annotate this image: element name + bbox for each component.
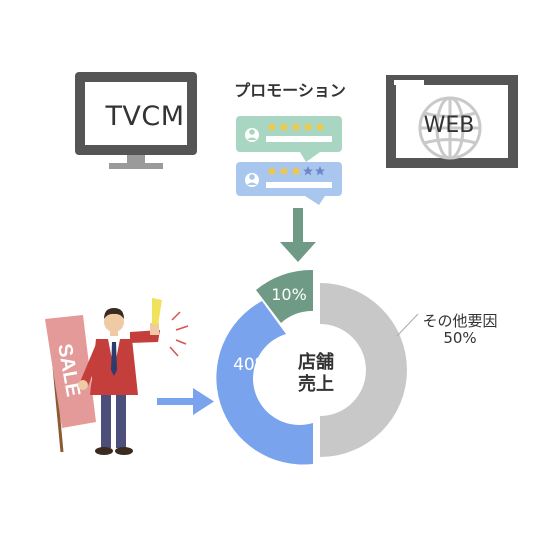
center-line-1: 店舗: [298, 352, 334, 373]
star-icon: [267, 166, 325, 176]
slice-40-label: 40%: [233, 355, 271, 375]
review-card-icon: [236, 116, 342, 162]
other-factor-label: その他要因: [422, 312, 498, 330]
promotion-title: プロモーション: [234, 81, 346, 100]
donut-center-label: 店舗 売上: [288, 352, 344, 396]
other-factor-value: 50%: [443, 329, 477, 347]
salesperson-figure: [78, 308, 160, 455]
right-arrow-icon: [157, 388, 214, 415]
leader-line: [396, 313, 419, 337]
browser-window-icon: [386, 75, 518, 168]
donut-chart: [216, 269, 407, 465]
tvcm-label: TVCM: [105, 101, 185, 132]
tv-monitor-icon: [75, 72, 197, 169]
slice-10-label: 10%: [271, 285, 307, 304]
slice-40: [216, 301, 313, 465]
sale-sign-icon: SALE: [45, 315, 96, 453]
review-card-icon: [236, 162, 342, 205]
globe-icon: [418, 96, 482, 160]
down-arrow-icon: [280, 208, 316, 262]
star-icon: [267, 122, 325, 132]
web-label: WEB: [423, 113, 475, 138]
megaphone-icon: [152, 298, 189, 357]
center-line-2: 売上: [298, 374, 334, 395]
slice-other: [320, 283, 407, 457]
slice-10: [256, 269, 313, 323]
